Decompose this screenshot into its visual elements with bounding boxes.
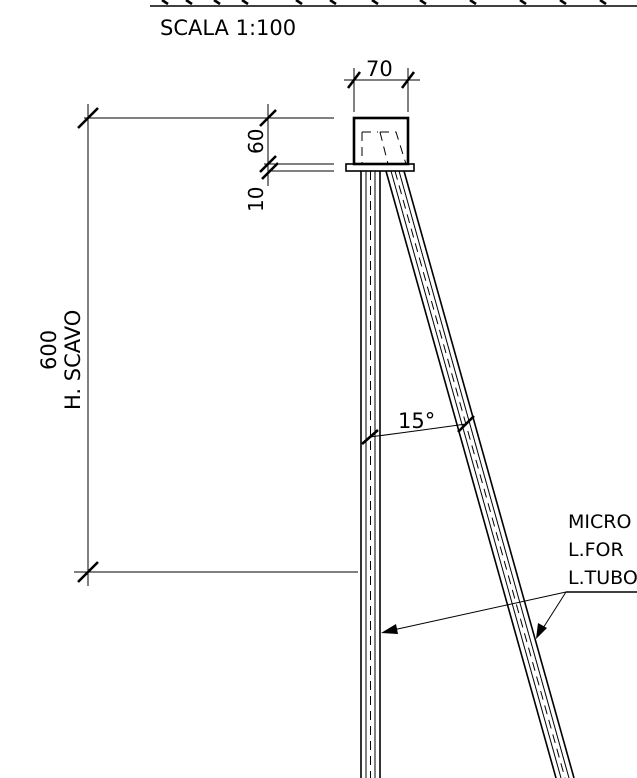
inclined-pile-outer-right	[403, 170, 575, 778]
angle-label: 15°	[398, 409, 435, 433]
scale-label: SCALA 1:100	[160, 16, 296, 40]
cropped-title-glyphs	[161, 0, 607, 6]
callout-line-1: MICRO	[568, 511, 631, 533]
inclined-pile-outer-left	[385, 170, 557, 778]
vertical-micropile	[360, 171, 381, 778]
cap-height-label: 60	[244, 129, 268, 154]
angle-tick-left	[361, 429, 379, 445]
callout-line-3: L.TUBO	[568, 567, 637, 589]
callout-arrowhead-vertical	[381, 624, 398, 634]
excavation-depth-value: 600	[37, 330, 61, 370]
excavation-tick-top	[77, 107, 99, 129]
inclined-pile-inner-left	[390, 170, 562, 778]
cap-hidden-right	[379, 131, 407, 165]
angle-arc	[369, 423, 467, 438]
cap-width-label: 70	[366, 57, 393, 81]
inclined-micropile	[385, 170, 575, 778]
dimension-cap-width: 70	[344, 57, 420, 112]
inclined-pile-centerline	[394, 170, 566, 778]
excavation-tick-bottom	[77, 561, 99, 583]
angle-dimension: 15°	[361, 409, 475, 445]
excavation-depth-label: H. SCAVO	[61, 310, 85, 410]
inclined-pile-inner-right	[398, 170, 570, 778]
callout-arrowhead-inclined	[536, 623, 547, 639]
plate-tick-bottom	[261, 162, 279, 180]
angle-tick-right	[457, 415, 475, 433]
micropile-callout: MICRO L.FOR L.TUBO	[381, 511, 637, 639]
cap-width-tick-right	[400, 71, 416, 89]
callout-line-2: L.FOR	[568, 539, 624, 561]
cap-block	[345, 116, 415, 172]
title-strip: SCALA 1:100	[150, 0, 637, 40]
cap-width-tick-left	[346, 71, 362, 89]
dimension-excavation-depth: 600 H. SCAVO	[37, 104, 358, 586]
plate-thickness-label: 10	[244, 187, 268, 212]
dimension-cap-height: 60 10	[244, 104, 334, 212]
cap-hidden-left	[361, 131, 378, 164]
cap-height-tick-mid	[259, 155, 277, 173]
callout-leader-to-vertical	[383, 591, 567, 633]
